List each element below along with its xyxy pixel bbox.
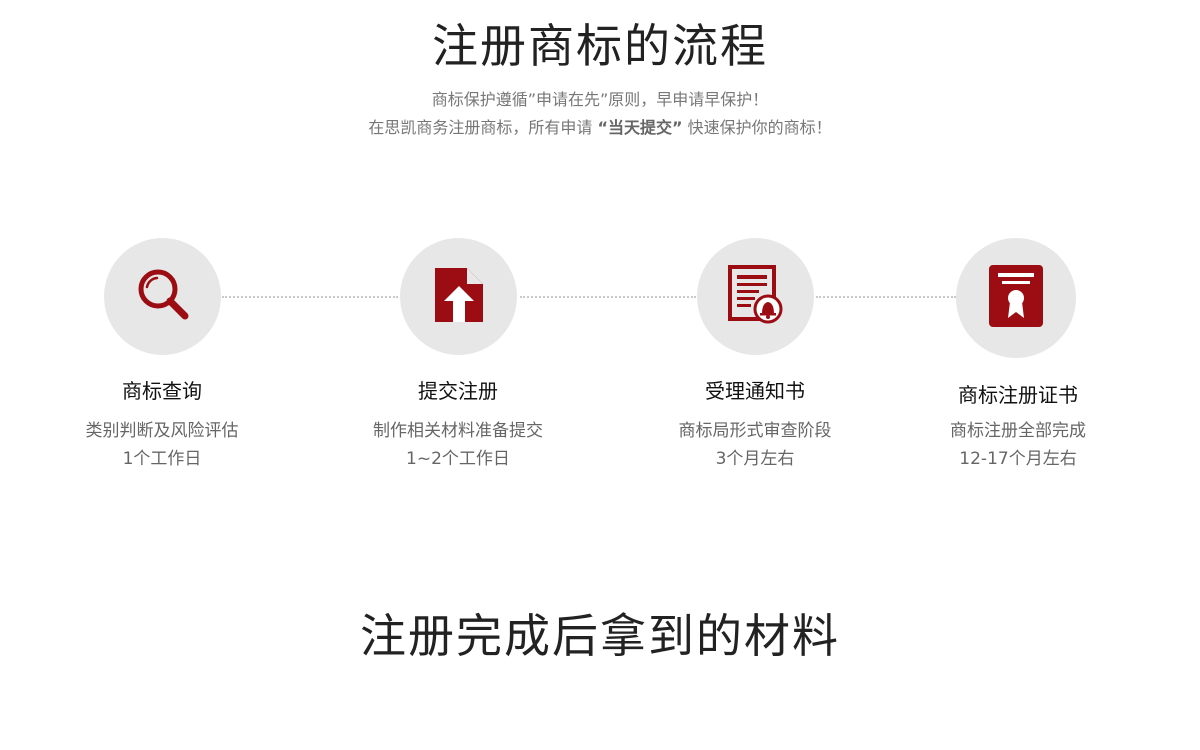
step-2-icon-circle (400, 238, 517, 355)
subtitle-line-1: 商标保护遵循”申请在先”原则，早申请早保护！ (431, 90, 769, 109)
step-1-duration: 1个工作日 (122, 449, 202, 469)
step-1-icon-circle (104, 238, 221, 355)
step-3-desc-line-1: 商标局形式审查阶段 (678, 421, 832, 441)
step-2-duration: 1~2个工作日 (406, 449, 510, 469)
upload-document-icon (433, 266, 485, 328)
step-3-icon-circle (697, 238, 814, 355)
certificate-icon (988, 264, 1044, 332)
magnifier-icon (133, 265, 193, 329)
step-4-desc-line-1: 商标注册全部完成 (950, 421, 1086, 441)
step-connector (222, 296, 398, 298)
step-1-desc-line-1: 类别判断及风险评估 (85, 421, 239, 441)
notice-document-icon (727, 264, 785, 330)
step-3-duration: 3个月左右 (715, 449, 795, 469)
step-connector (520, 296, 696, 298)
subtitle-highlight: “当天提交” (597, 118, 683, 137)
step-4-icon-circle (956, 238, 1076, 358)
step-2-desc-line-1: 制作相关材料准备提交 (373, 421, 543, 441)
step-1-title: 商标查询 (122, 379, 202, 403)
subtitle-text-post: 快速保护你的商标！ (682, 118, 832, 137)
step-4-duration: 12-17个月左右 (959, 449, 1077, 469)
step-4-title: 商标注册证书 (958, 383, 1078, 407)
step-3-title: 受理通知书 (705, 379, 805, 403)
step-3-description: 商标局形式审查阶段 3个月左右 (625, 417, 885, 473)
subtitle-line-2: 在思凯商务注册商标，所有申请 “当天提交” 快速保护你的商标！ (0, 114, 1200, 142)
step-1-description: 类别判断及风险评估 1个工作日 (32, 417, 292, 473)
step-2-title: 提交注册 (418, 379, 498, 403)
step-4-description: 商标注册全部完成 12-17个月左右 (888, 417, 1148, 473)
page-title: 注册商标的流程 (432, 19, 768, 73)
materials-section-title: 注册完成后拿到的材料 (360, 609, 840, 663)
step-2-description: 制作相关材料准备提交 1~2个工作日 (328, 417, 588, 473)
step-connector (816, 296, 956, 298)
subtitle-text-pre: 在思凯商务注册商标，所有申请 (368, 118, 598, 137)
